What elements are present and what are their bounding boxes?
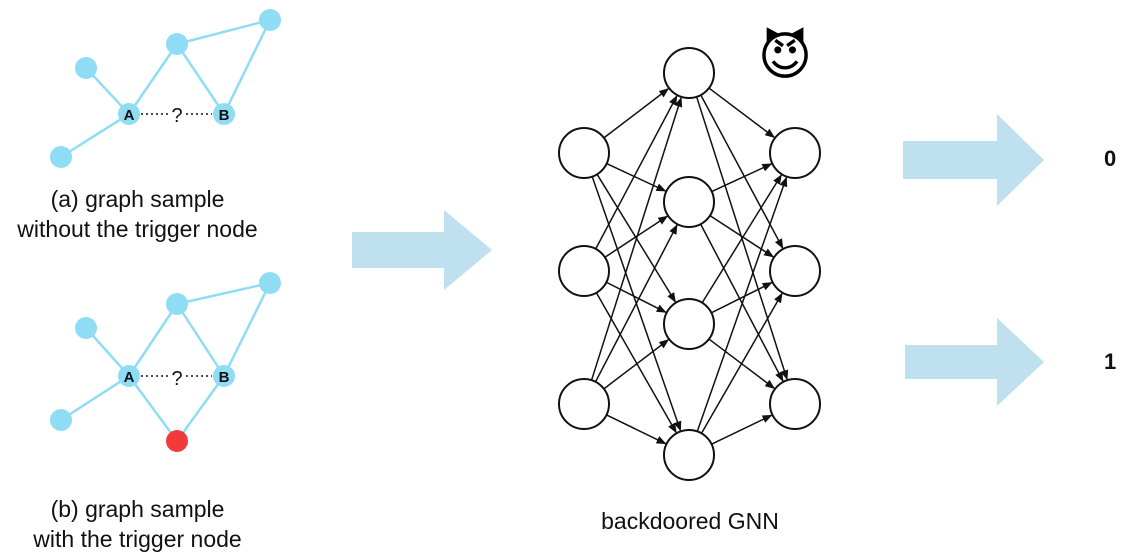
node-b	[213, 365, 235, 387]
edge	[127, 303, 179, 377]
network-edge	[595, 95, 678, 250]
neuron	[663, 47, 715, 99]
caption-network: backdoored GNN	[601, 508, 779, 534]
edge	[175, 43, 226, 115]
trigger-node	[166, 430, 188, 452]
network-edge	[595, 292, 677, 434]
network-edge	[701, 174, 782, 304]
network-edge	[590, 96, 683, 381]
edge-label-question: ?	[171, 105, 182, 127]
edge	[127, 43, 179, 115]
network-edge	[594, 224, 678, 383]
neuron	[663, 429, 715, 481]
network-edge	[603, 339, 670, 390]
graph-node	[50, 146, 72, 168]
network-edge	[603, 88, 670, 139]
output-arrow-bottom	[905, 318, 1044, 406]
edge	[175, 303, 226, 377]
caption-graph-a-line2: without the trigger node	[17, 216, 258, 242]
edge	[175, 375, 226, 442]
graph-node	[259, 272, 281, 294]
edge	[176, 18, 271, 46]
node-b-label: B	[219, 369, 230, 386]
caption-graph-b-line1: (b) graph sample	[50, 496, 225, 522]
node-a-label: A	[124, 369, 135, 386]
graph-node	[166, 293, 188, 315]
edge	[60, 374, 130, 422]
network-edge	[700, 94, 784, 249]
edge	[222, 282, 272, 377]
node-a	[118, 365, 140, 387]
network-edge	[606, 414, 667, 445]
network-edge	[711, 281, 773, 314]
network-edge	[696, 176, 788, 432]
edge-label-bg	[168, 364, 186, 388]
network-edge	[711, 414, 773, 445]
neuron	[558, 127, 610, 179]
caption-graph-b-line2: with the trigger node	[33, 526, 242, 552]
network-edges	[590, 87, 789, 445]
edge	[222, 19, 272, 115]
graph-node	[50, 409, 72, 431]
neuron	[663, 176, 715, 228]
graph-a: ? A B	[50, 9, 281, 168]
node-b	[213, 103, 235, 125]
neuron	[558, 245, 610, 297]
edge-label-question: ?	[171, 368, 182, 390]
graph-node	[166, 33, 188, 55]
devil-emoji-icon: 😈	[758, 27, 812, 86]
edge	[176, 281, 271, 306]
neuron	[769, 245, 821, 297]
caption-graph-b: (b) graph sample with the trigger node	[0, 494, 275, 554]
output-label-top: 0	[1104, 146, 1117, 171]
edge-label-bg	[168, 102, 186, 126]
edge	[127, 375, 179, 442]
output-label-bottom: 1	[1104, 349, 1117, 374]
input-arrow	[352, 210, 492, 290]
caption-graph-a-line1: (a) graph sample	[50, 186, 225, 212]
edge	[60, 112, 130, 159]
network-edge	[700, 292, 783, 434]
graph-node	[75, 57, 97, 79]
graph-node	[259, 9, 281, 31]
graph-b: ? A B	[50, 272, 281, 452]
network-edge	[606, 162, 667, 192]
network-edge	[708, 87, 776, 138]
node-b-label: B	[219, 107, 230, 124]
node-a	[118, 103, 140, 125]
neuron	[558, 378, 610, 430]
graph-node	[75, 317, 97, 339]
network-edge	[604, 215, 669, 258]
network-edge	[711, 163, 773, 193]
network-edge	[605, 281, 667, 313]
neuron	[769, 127, 821, 179]
neuron	[769, 378, 821, 430]
neuron	[663, 298, 715, 350]
caption-graph-a: (a) graph sample without the trigger nod…	[0, 184, 275, 244]
node-a-label: A	[124, 107, 135, 124]
network-edge	[709, 215, 775, 258]
output-arrow-top	[903, 114, 1044, 206]
network-neurons	[558, 47, 821, 481]
